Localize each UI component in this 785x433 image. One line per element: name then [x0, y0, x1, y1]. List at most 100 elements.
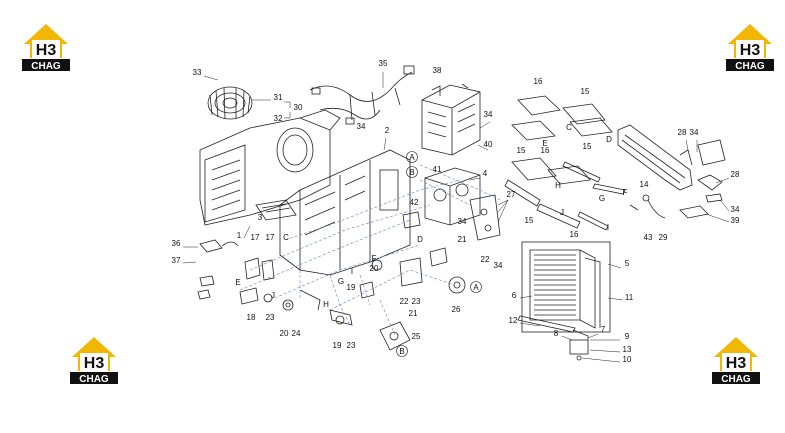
callout-label: 16: [534, 77, 543, 86]
expansion-valve: [569, 329, 589, 361]
callout-label: 32: [274, 114, 283, 123]
callout-label: 13: [623, 345, 632, 354]
callout-label: A: [473, 283, 479, 292]
callout-label: 15: [525, 216, 534, 225]
callout-label: 30: [294, 103, 303, 112]
callout-label: 23: [266, 313, 275, 322]
callout-label: I: [607, 223, 609, 232]
air-duct: [617, 124, 726, 191]
callout-label: 15: [583, 142, 592, 151]
callout-label: 33: [193, 68, 202, 77]
callout-label: 17: [251, 233, 260, 242]
callout-label: 15: [581, 87, 590, 96]
callout-label: 34: [690, 128, 699, 137]
logo-mark: H3 CHAG: [70, 337, 118, 385]
mode-door-unit: [424, 167, 481, 226]
logo-mark: H3 CHAG: [22, 24, 70, 72]
callout-ring: [470, 281, 482, 293]
callout-label: 27: [507, 190, 516, 199]
callout-label: 22: [481, 255, 490, 264]
callout-label: 24: [292, 329, 301, 338]
callout-label: 14: [640, 180, 649, 189]
callout-label: 19: [347, 283, 356, 292]
leader-lines: [239, 164, 501, 336]
callout-label: 37: [172, 256, 181, 265]
callout-label: 22: [400, 297, 409, 306]
callout-label: 28: [731, 170, 740, 179]
callout-label: F: [623, 188, 628, 197]
callout-label: E: [542, 139, 547, 148]
callout-label: 8: [554, 329, 559, 338]
callout-label: 34: [731, 205, 740, 214]
callout-label: 10: [623, 355, 632, 364]
callout-label: 41: [433, 165, 442, 174]
logo-band: [726, 59, 774, 71]
logo-plate: [80, 353, 108, 371]
callout-label: 35: [379, 59, 388, 68]
logo-name-text: CHAG: [31, 61, 61, 72]
logo-mark-text: H3: [726, 355, 747, 372]
center-case: [279, 149, 411, 276]
lower-linkages: [239, 199, 466, 351]
logo-mark-text: H3: [84, 355, 105, 372]
wire-harness: [309, 65, 415, 125]
callout-label: H: [555, 181, 561, 190]
callout-label: 23: [347, 341, 356, 350]
callout-label: A: [409, 153, 415, 162]
blower-fan: [207, 86, 253, 120]
callout-label: 29: [659, 233, 668, 242]
brand-logo: H3 CHAG: [708, 333, 764, 385]
callout-label: 19: [333, 341, 342, 350]
callout-ring: [396, 345, 408, 357]
logo-plate: [32, 40, 60, 58]
callout-label: 18: [247, 313, 256, 322]
callout-label: 31: [274, 93, 283, 102]
callout-label: F: [372, 254, 377, 263]
callout-label: H: [323, 300, 329, 309]
logo-plate: [722, 353, 750, 371]
callout-label: 20: [370, 264, 379, 273]
callout-label: 7: [601, 325, 606, 334]
callout-label: I: [351, 267, 353, 276]
callout-label: 15: [517, 146, 526, 155]
callout-label: 17: [266, 233, 275, 242]
logo-name-text: CHAG: [735, 61, 765, 72]
callout-label: 40: [484, 140, 493, 149]
callout-label: 34: [494, 261, 503, 270]
callout-label: B: [409, 168, 414, 177]
filter-plates: [504, 95, 626, 231]
logo-mark: H3 CHAG: [726, 24, 774, 72]
callout-label: 28: [678, 128, 687, 137]
logo-band: [22, 59, 70, 71]
callout-label: 11: [625, 293, 634, 302]
callout-label: 6: [512, 291, 517, 300]
callout-ring: [406, 151, 418, 163]
callout-label: 5: [625, 259, 630, 268]
callout-label: 39: [731, 216, 740, 225]
callout-label: 25: [412, 332, 421, 341]
callout-ring: [406, 166, 418, 178]
callout-label: 3: [258, 213, 263, 222]
callout-label: J: [271, 291, 275, 300]
logo-plate: [736, 40, 764, 58]
callout-label: C: [566, 123, 572, 132]
logo-mark-text: H3: [740, 42, 761, 59]
callout-label: 34: [357, 122, 366, 131]
callout-label: 38: [433, 66, 442, 75]
callout-label: 34: [484, 110, 493, 119]
logo-name-text: CHAG: [79, 374, 109, 385]
brand-logo: H3 CHAG: [722, 20, 778, 72]
callout-label: 42: [410, 198, 419, 207]
brand-logo: H3 CHAG: [18, 20, 74, 72]
callout-label: J: [560, 208, 564, 217]
callout-label: C: [283, 233, 289, 242]
heater-core-case: [421, 83, 481, 156]
callout-label: 1: [237, 231, 242, 240]
bracket: [469, 194, 501, 241]
blower-housing: [199, 109, 341, 226]
callout-label: 21: [409, 309, 418, 318]
callout-label: 9: [625, 332, 630, 341]
logo-mark: H3 CHAG: [712, 337, 760, 385]
callout-label: 16: [541, 146, 550, 155]
